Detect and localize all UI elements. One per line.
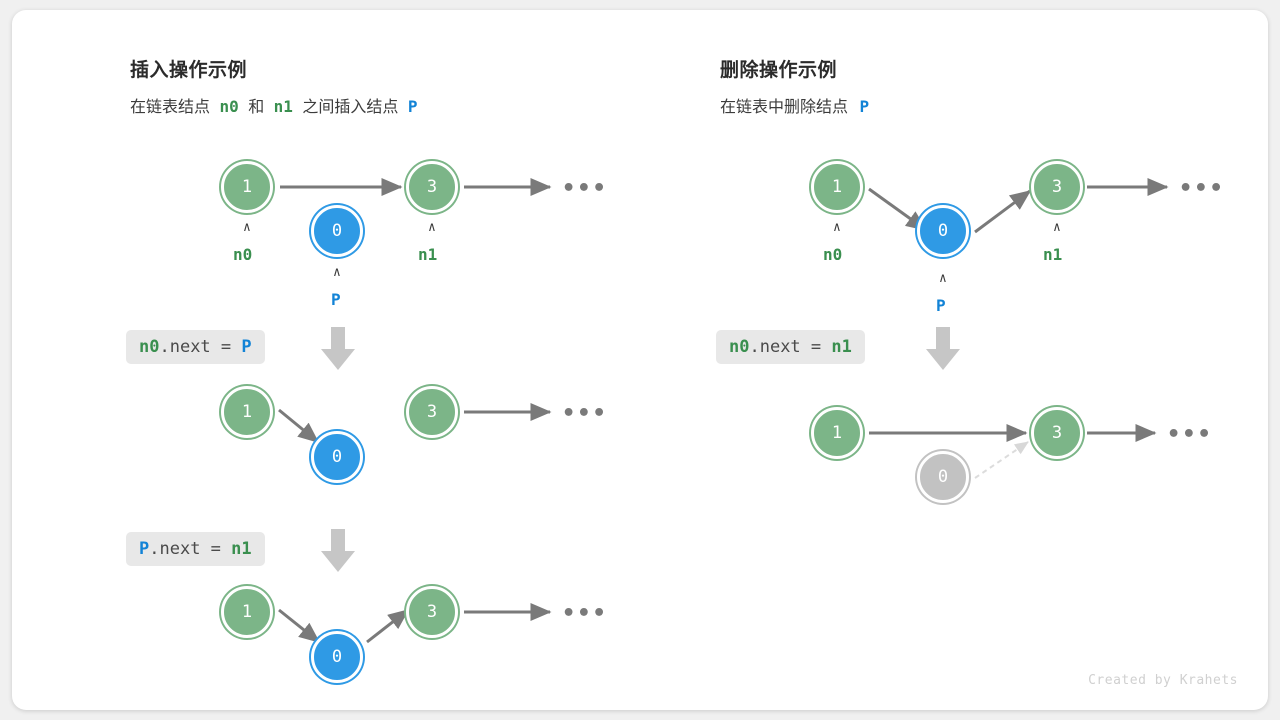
caret-icon-n0: ∧ [833,220,841,235]
code-chip-n0-next-n1: n0.next = n1 [716,330,865,365]
node-0: 0 [917,205,969,257]
code-chip-p-next-n1: P.next = n1 [126,532,265,567]
node-0: 0 [311,631,363,683]
ellipsis-icon: ••• [562,176,608,201]
panel-remove-title: 删除操作示例 [720,60,838,81]
node-3: 3 [406,386,458,438]
label-n0: n0 [233,245,253,264]
node-3: 3 [406,586,458,638]
down-arrow-icon-2 [321,529,355,572]
caret-icon-n1: ∧ [428,220,436,235]
node-0-deleted: 0 [917,451,969,503]
node-1: 1 [221,161,273,213]
node-1: 1 [221,386,273,438]
ellipsis-icon: ••• [562,601,608,626]
label-n0: n0 [823,245,843,264]
node-0: 0 [311,205,363,257]
subtitle-var-n1: n1 [273,97,293,116]
subtitle-text-1: 在链表结点 [130,99,211,116]
code-token-n1: n1 [231,539,252,559]
subtitle-text-1: 在链表中删除结点 [720,99,849,116]
caret-icon-p: ∧ [939,271,947,286]
node-3: 3 [1031,407,1083,459]
code-token-op: .next = [749,337,832,357]
panel-remove-subtitle: 在链表中删除结点 P [720,93,869,117]
code-token-op: .next = [149,539,232,559]
down-arrow-icon-1 [321,327,355,370]
panel-remove: 删除操作示例 在链表中删除结点 P 1 0 3 ••• ∧ n0 ∧ P ∧ n… [602,10,1268,710]
down-arrow-icon-3 [926,327,960,370]
label-n1: n1 [418,245,438,264]
code-token-n0: n0 [729,337,750,357]
code-token-n0: n0 [139,337,160,357]
node-1: 1 [811,161,863,213]
ellipsis-icon: ••• [1179,176,1225,201]
code-chip-n0-next-p: n0.next = P [126,330,265,365]
label-p: P [936,296,946,315]
subtitle-var-p: P [859,97,870,116]
panel-insert-title: 插入操作示例 [130,60,248,81]
code-token-n1: n1 [831,337,852,357]
ellipsis-icon: ••• [562,401,608,426]
node-0: 0 [311,431,363,483]
panel-insert-subtitle: 在链表结点 n0 和 n1 之间插入结点 P [130,93,417,117]
subtitle-var-p: P [407,97,418,116]
node-1: 1 [811,407,863,459]
code-token-p: P [139,539,150,559]
code-token-p: P [241,337,252,357]
code-token-op: .next = [159,337,242,357]
subtitle-text-3: 之间插入结点 [302,99,399,116]
caret-icon-n1: ∧ [1053,220,1061,235]
caret-icon-p: ∧ [333,265,341,280]
credit-text: Created by Krahets [1088,673,1238,688]
label-p: P [331,290,341,309]
caret-icon-n0: ∧ [243,220,251,235]
diagram-card: 插入操作示例 在链表结点 n0 和 n1 之间插入结点 P [12,10,1268,710]
node-3: 3 [406,161,458,213]
label-n1: n1 [1043,245,1063,264]
panel-insert: 插入操作示例 在链表结点 n0 和 n1 之间插入结点 P [12,10,652,710]
subtitle-var-n0: n0 [219,97,239,116]
subtitle-text-2: 和 [248,99,265,116]
node-3: 3 [1031,161,1083,213]
ellipsis-icon: ••• [1167,422,1213,447]
node-1: 1 [221,586,273,638]
